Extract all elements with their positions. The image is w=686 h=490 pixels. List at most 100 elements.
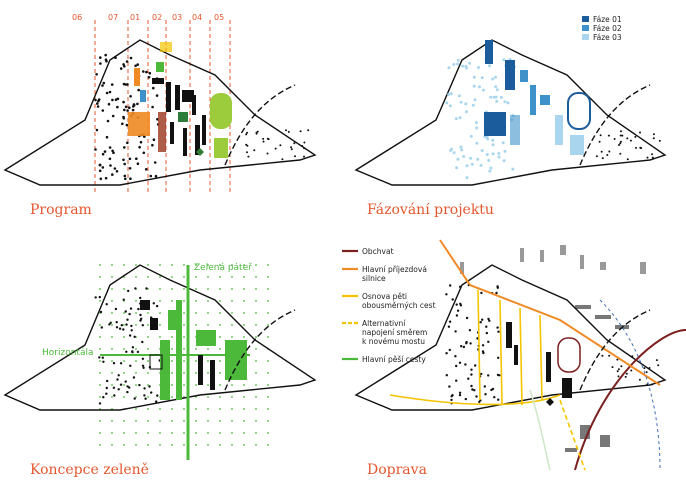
tree-dot [458,393,462,397]
grid-dot [159,288,161,290]
tree-dot [119,362,123,365]
grid-dot [183,312,185,314]
grid-dot [111,276,113,278]
tree-dot [458,285,462,288]
tree-dot [492,95,496,99]
grid-dot [123,312,125,314]
trees [94,53,310,181]
tree-dot [608,354,611,357]
grid-dot [135,276,137,278]
road-main-access [439,239,661,386]
grid-dot [171,348,173,350]
tree-dot [262,140,265,143]
tree-dot [619,152,622,155]
tree-dot [98,163,102,167]
grid-dot [231,324,233,326]
transport-legend-label: Hlavní pěší cesty [362,355,426,364]
tree-dot [126,318,129,321]
tree-dot [129,56,133,60]
tree-dot [464,397,467,401]
tree-dot [459,100,463,104]
grid-dot [123,372,125,374]
grid-dot [123,432,125,434]
tree-dot [125,123,129,127]
tree-dot [487,317,490,321]
grid-dot [171,384,173,386]
tree-dot [503,100,507,104]
grid-dot [111,324,113,326]
grid-dot [159,312,161,314]
tree-dot [119,67,123,70]
tree-dot [470,368,473,371]
grid-dot [255,288,257,290]
grid-dot [135,384,137,386]
grid-dot [231,396,233,398]
tree-dot [448,385,451,388]
tree-dot [511,167,515,171]
grid-dot [99,360,101,362]
tree-dot [480,372,483,376]
grid-dot [255,396,257,398]
grid-dot [183,324,185,326]
tree-dot [475,395,478,398]
grid-dot [99,420,101,422]
grid-dot [255,420,257,422]
grid-dot [123,420,125,422]
tree-dot [101,84,104,87]
grid-dot [243,312,245,314]
tree-dot [122,100,125,104]
tree-dot [489,95,493,99]
grid-dot [183,276,185,278]
grid-dot [147,348,149,350]
tree-dot [122,115,125,119]
green-spine-label: Zelená páteř [194,263,252,273]
grid-dot [243,276,245,278]
grid-dot [231,276,233,278]
tree-dot [616,358,619,361]
grid-dot [219,276,221,278]
tree-dot [142,70,145,73]
grid-dot [147,384,149,386]
tree-dot [144,168,148,171]
grid-dot [231,444,233,446]
tree-dot [103,150,107,153]
tree-dot [639,131,641,134]
tree-dot [626,137,629,140]
tree-dot [455,166,459,170]
tree-dot [485,331,488,335]
tree-dot [499,95,503,99]
tree-dot [457,94,461,98]
tree-dot [634,135,637,138]
grid-dot [99,288,101,290]
tree-dot [476,157,480,161]
tree-dot [101,166,105,169]
tree-dot [124,83,127,86]
grid-dot [243,336,245,338]
tree-dot [138,383,141,387]
tree-dot [294,155,296,158]
tree-dot [155,94,159,97]
tree-dot [104,176,108,180]
tree-dot [470,162,474,166]
grid-dot [111,432,113,434]
tree-dot [119,383,123,386]
tree-dot [497,155,501,159]
grid-dot [99,396,101,398]
tree-dot [108,90,112,94]
tree-dot [125,350,128,353]
tree-dot [95,128,99,132]
tree-dot [128,312,131,316]
tree-dot [102,81,106,85]
grid-dot [171,300,173,302]
tree-dot [447,325,451,328]
tree-dot [120,324,124,327]
tree-dot [113,167,117,170]
tree-dot [611,366,614,369]
grid-dot [171,264,173,266]
grid-dot [219,288,221,290]
grid-dot [243,384,245,386]
tree-dot [155,400,158,403]
